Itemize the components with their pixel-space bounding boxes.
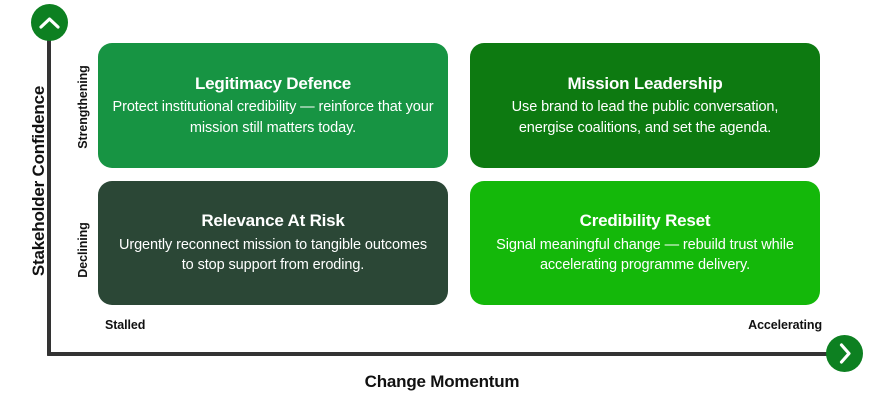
y-axis-title: Stakeholder Confidence	[29, 85, 48, 277]
quadrant-title: Mission Leadership	[567, 73, 723, 93]
quadrant-credibility-reset[interactable]: Credibility Reset Signal meaningful chan…	[470, 181, 820, 305]
x-axis-label-high: Accelerating	[748, 318, 822, 332]
y-axis-label-high: Strengthening	[76, 65, 90, 149]
quadrant-description: Use brand to lead the public conversatio…	[511, 99, 779, 136]
x-axis-line	[47, 352, 837, 356]
x-axis-arrow	[826, 335, 863, 372]
y-axis-label-low: Declining	[76, 222, 90, 278]
quadrant-description: Protect institutional credibility — rein…	[112, 99, 434, 136]
chevron-up-icon	[39, 16, 60, 30]
quadrant-title: Relevance At Risk	[201, 211, 345, 231]
quadrant-title: Credibility Reset	[579, 211, 711, 231]
y-axis-line	[47, 34, 51, 356]
quadrant-mission-leadership[interactable]: Mission Leadership Use brand to lead the…	[470, 43, 820, 168]
quadrant-description: Urgently reconnect mission to tangible o…	[118, 236, 427, 274]
y-axis-arrow	[31, 4, 68, 41]
quadrant-description: Signal meaningful change — rebuild trust…	[496, 236, 794, 274]
quadrant-relevance-at-risk[interactable]: Relevance At Risk Urgently reconnect mis…	[98, 181, 448, 305]
quadrant-legitimacy-defence[interactable]: Legitimacy Defence Protect institutional…	[98, 43, 448, 168]
quadrant-title: Legitimacy Defence	[194, 73, 352, 93]
chevron-right-icon	[838, 343, 852, 364]
x-axis-title: Change Momentum	[364, 372, 520, 391]
x-axis-label-low: Stalled	[105, 318, 146, 332]
